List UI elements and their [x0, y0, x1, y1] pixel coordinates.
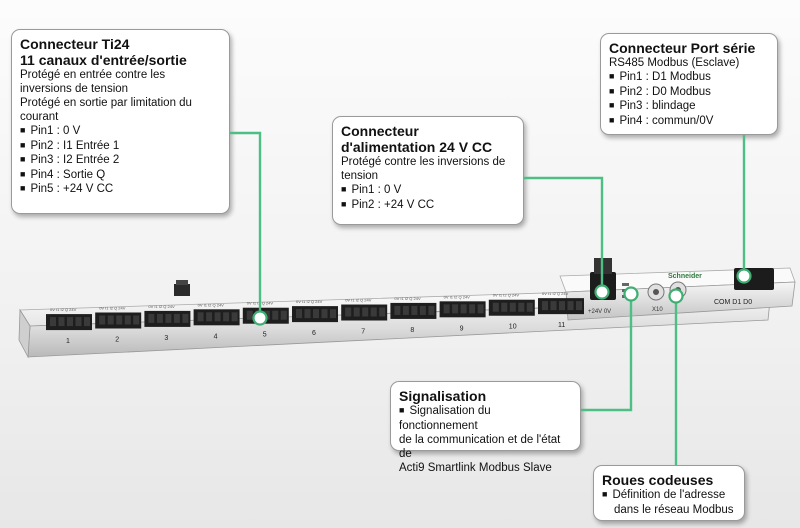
ti24-pin: Pin2 : I1 Entrée 1: [20, 139, 221, 154]
serial-port-connector: [734, 268, 774, 290]
channel-pin-labels: 0V I1 I2 Q 24V: [542, 291, 569, 296]
status-leds: [622, 283, 629, 298]
channel-number: 3: [164, 335, 168, 342]
channel-pin-labels: 0V I1 I2 Q 24V: [345, 298, 372, 303]
roues-title: Roues codeuses: [602, 472, 714, 488]
signal-line: Acti9 Smartlink Modbus Slave: [399, 462, 552, 474]
svg-text:X10: X10: [652, 307, 663, 313]
channel-number: 11: [558, 322, 565, 329]
channel-number: 5: [263, 332, 267, 339]
serial-pin: Pin4 : commun/0V: [609, 114, 769, 129]
power-subtitle: d'alimentation 24 V CC: [341, 139, 493, 155]
roues-line: Définition de l'adresse: [602, 488, 736, 503]
channel-connector: 0V I1 I2 Q 24V 10: [488, 293, 535, 331]
serial-port-callout: Connecteur Port série RS485 Modbus (Escl…: [600, 33, 778, 135]
ti24-pin: Pin5 : +24 V CC: [20, 182, 221, 197]
channel-connector: 0V I1 I2 Q 24V 7: [341, 298, 388, 336]
ti24-pin: Pin3 : I2 Entrée 2: [20, 153, 221, 168]
ti24-pin: Pin1 : 0 V: [20, 124, 221, 139]
channel-connector: 0V I1 I2 Q 24V 1: [46, 307, 92, 345]
channel-number: 7: [361, 329, 365, 336]
roues-line: dans le réseau Modbus: [614, 503, 734, 516]
channel-number: 10: [509, 324, 517, 331]
ti24-desc-line: Protégé en entrée contre les: [20, 69, 166, 81]
ti24-connector-callout: Connecteur Ti24 11 canaux d'entrée/sorti…: [11, 29, 230, 214]
channel-connector: 0V I1 I2 Q 24V 8: [390, 296, 437, 334]
channel-pin-labels: 0V I1 I2 Q 24V: [247, 301, 274, 306]
ti24-desc-line: courant: [20, 111, 59, 123]
signalisation-callout: Signalisation Signalisation du fonctionn…: [390, 381, 581, 474]
channel-connector: 0V I1 I2 Q 24V 2: [95, 305, 142, 343]
channel-connector: 0V I1 I2 Q 24V 3: [144, 304, 191, 342]
signal-line: Signalisation du fonctionnement: [399, 404, 572, 433]
power-pin: Pin2 : +24 V CC: [341, 198, 515, 213]
channel-pin-labels: 0V I1 I2 Q 24V: [99, 305, 126, 310]
channel-pin-labels: 0V I1 I2 Q 24V: [394, 296, 421, 301]
ti24-subtitle: 11 canaux d'entrée/sortie: [20, 52, 187, 68]
power-connector: [590, 272, 616, 300]
serial-pin: Pin2 : D0 Modbus: [609, 85, 769, 100]
channel-pin-labels: 0V I1 I2 Q 24V: [148, 304, 175, 309]
channel-connector: 0V I1 I2 Q 24V 9: [439, 294, 486, 332]
channel-pin-labels: 0V I1 I2 Q 24V: [50, 307, 77, 312]
power-title: Connecteur: [341, 123, 419, 139]
power-pin: Pin1 : 0 V: [341, 183, 515, 198]
ti24-title: Connecteur Ti24: [20, 36, 130, 52]
channel-pin-labels: 0V I1 I2 Q 24V: [444, 294, 471, 299]
channel-number: 8: [410, 327, 414, 334]
serial-title: Connecteur Port série: [609, 40, 756, 56]
channel-connector: 0V I1 I2 Q 24V 6: [292, 299, 338, 337]
power-desc-line: tension: [341, 170, 379, 182]
channel-number: 6: [312, 330, 316, 337]
serial-pin: Pin3 : blindage: [609, 99, 769, 114]
ti24-desc-line: inversions de tension: [20, 83, 129, 95]
channel-number: 2: [115, 336, 119, 343]
signal-line: de la communication et de l'état de: [399, 434, 561, 460]
svg-text:+24V 0V: +24V 0V: [588, 309, 611, 315]
channel-connector: 0V I1 I2 Q 24V 11: [538, 291, 584, 329]
channel-number: 9: [460, 325, 464, 332]
channel-pin-labels: 0V I1 I2 Q 24V: [296, 299, 323, 304]
roues-codeuses-callout: Roues codeuses Définition de l'adresse d…: [593, 465, 745, 521]
signal-title: Signalisation: [399, 388, 487, 404]
brand-logo: Schneider: [668, 273, 702, 280]
ti24-pin: Pin4 : Sortie Q: [20, 168, 221, 183]
channel-connector: 0V I1 I2 Q 24V 4: [193, 302, 240, 340]
serial-desc: RS485 Modbus (Esclave): [609, 57, 740, 69]
power-connector-callout: Connecteur d'alimentation 24 V CC Protég…: [332, 116, 524, 225]
rail-left-end: [18, 308, 31, 359]
ti24-desc-line: Protégé en sortie par limitation du: [20, 97, 192, 109]
serial-pin: Pin1 : D1 Modbus: [609, 70, 769, 85]
channel-number: 4: [214, 333, 218, 340]
power-desc-line: Protégé contre les inversions de: [341, 156, 506, 168]
channel-number: 1: [66, 338, 70, 345]
channel-pin-labels: 0V I1 I2 Q 24V: [198, 302, 225, 307]
channel-pin-labels: 0V I1 I2 Q 24V: [493, 293, 520, 298]
mounting-clip: [174, 284, 190, 296]
svg-text:COM D1 D0: COM D1 D0: [714, 299, 752, 306]
